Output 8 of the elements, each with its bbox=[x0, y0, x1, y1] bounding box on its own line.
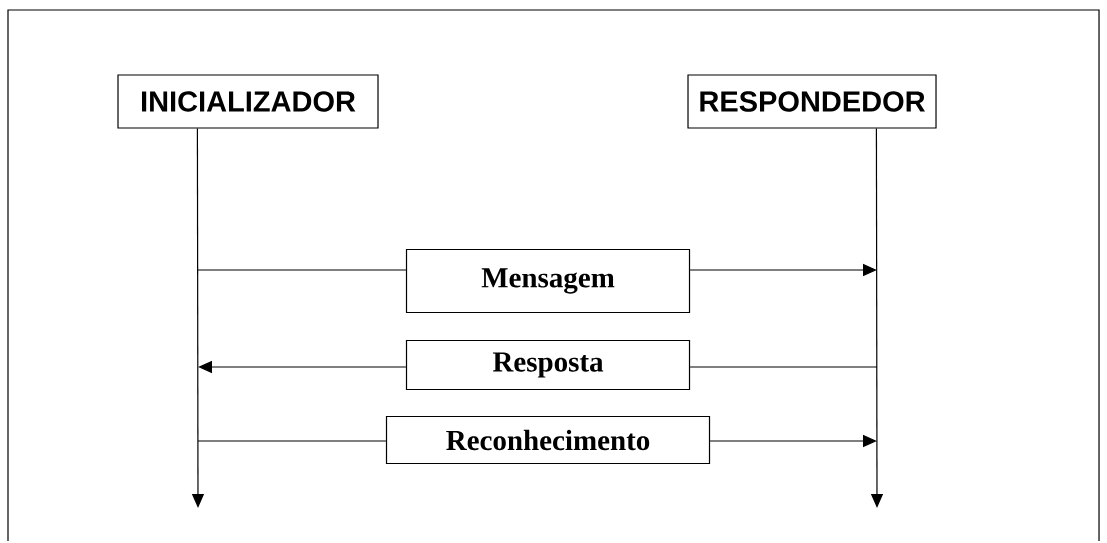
message-line bbox=[197, 440, 387, 442]
participant-box: INICIALIZADOR bbox=[117, 74, 379, 129]
participant-box: RESPONDEDOR bbox=[687, 74, 937, 129]
message-line bbox=[689, 366, 878, 368]
message-box: Mensagem bbox=[405, 248, 691, 314]
message-line bbox=[197, 269, 407, 271]
message-box: Resposta bbox=[405, 339, 691, 391]
message-box: Reconhecimento bbox=[385, 415, 711, 465]
